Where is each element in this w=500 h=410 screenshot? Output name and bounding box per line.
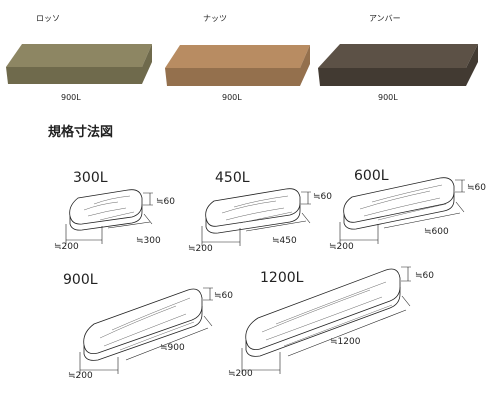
dim-height-600l: ≒60 — [467, 183, 486, 193]
swatch-amber: アンバー 900L — [318, 14, 478, 102]
swatch-nuts: ナッツ 900L — [165, 14, 310, 102]
swatch-side-amber — [466, 44, 478, 86]
board-450l: 450L ≒200 ≒450 ≒60 — [188, 170, 332, 254]
swatch-size-rosso: 900L — [61, 93, 81, 102]
dim-width-900l: ≒200 — [68, 371, 93, 381]
swatch-top-nuts — [165, 45, 310, 68]
swatch-rosso: ロッソ 900L — [6, 14, 152, 102]
swatch-size-nuts: 900L — [222, 93, 242, 102]
dim-width-450l: ≒200 — [188, 244, 213, 254]
dim-height-1200l: ≒60 — [415, 271, 434, 281]
board-title-900l: 900L — [63, 272, 98, 288]
board-600l: 600L ≒200 ≒600 ≒60 — [329, 168, 486, 252]
dim-width-1200l: ≒200 — [228, 369, 253, 379]
swatch-size-amber: 900L — [378, 93, 398, 102]
board-900l: 900L ≒200 ≒900 ≒60 — [63, 272, 233, 381]
dim-width-600l: ≒200 — [329, 242, 354, 252]
swatch-top-rosso — [6, 44, 152, 67]
swatch-front-nuts — [165, 68, 300, 86]
swatch-top-amber — [318, 44, 478, 68]
board-title-300l: 300L — [73, 170, 108, 186]
dim-width-300l: ≒200 — [54, 242, 79, 252]
section-title: 規格寸法図 — [48, 124, 113, 140]
dim-length-900l: ≒900 — [160, 343, 185, 353]
swatch-side-rosso — [142, 44, 152, 84]
dim-length-600l: ≒600 — [424, 227, 449, 237]
swatch-front-amber — [318, 68, 466, 86]
board-title-600l: 600L — [354, 168, 389, 184]
board-title-1200l: 1200L — [260, 270, 304, 286]
swatch-name-nuts: ナッツ — [203, 14, 227, 23]
board-300l: 300L ≒200 ≒300 ≒60 — [54, 170, 175, 252]
dim-height-300l: ≒60 — [156, 197, 175, 207]
dim-length-1200l: ≒1200 — [330, 337, 361, 347]
swatch-name-rosso: ロッソ — [36, 14, 60, 23]
dim-length-450l: ≒450 — [272, 236, 297, 246]
swatch-front-rosso — [6, 67, 142, 84]
board-1200l: 1200L ≒200 ≒1200 ≒60 — [228, 266, 434, 379]
dim-length-300l: ≒300 — [136, 236, 161, 246]
swatch-name-amber: アンバー — [369, 14, 401, 23]
swatch-side-nuts — [300, 45, 310, 86]
dim-height-450l: ≒60 — [313, 192, 332, 202]
board-title-450l: 450L — [215, 170, 250, 186]
dim-height-900l: ≒60 — [214, 291, 233, 301]
